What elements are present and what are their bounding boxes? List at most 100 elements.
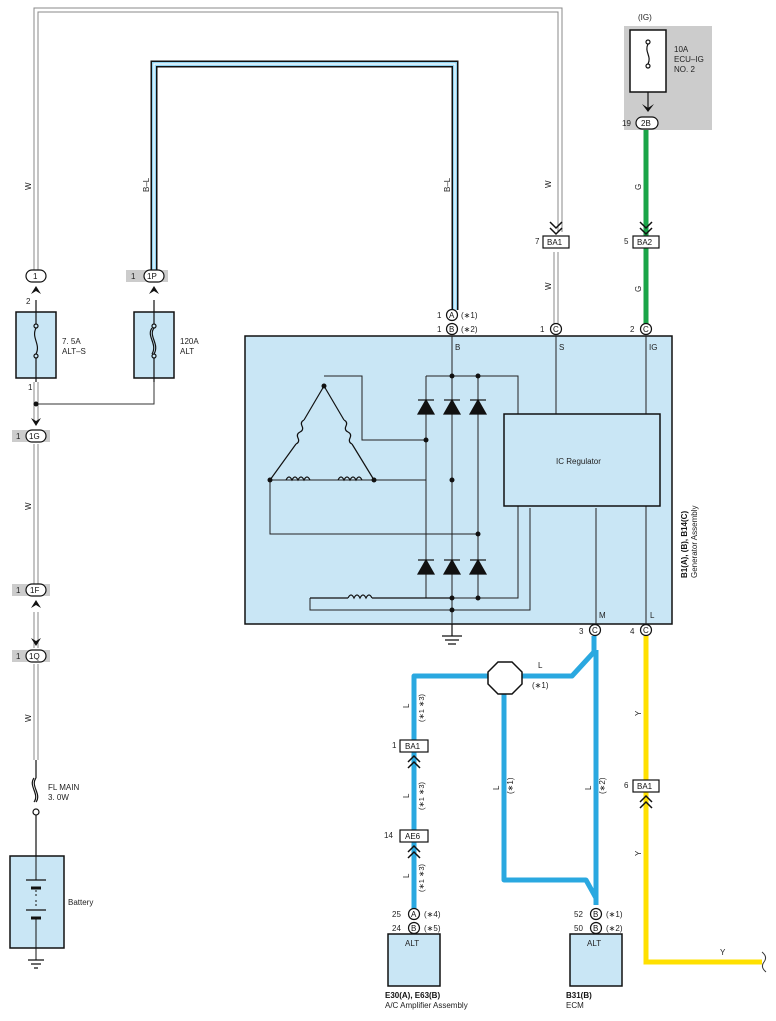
wire-label-w-2: W bbox=[544, 180, 553, 188]
ae6-label: AE6 bbox=[405, 832, 421, 841]
ba1-left-pin: 1 bbox=[392, 741, 397, 750]
ig-fuse-body bbox=[629, 29, 667, 93]
wire-note-l-branch-note: (∗1) bbox=[532, 681, 549, 690]
wire-label-w-4: W bbox=[24, 502, 33, 510]
gen-term-m: M bbox=[599, 611, 606, 620]
gen-pin-ig bbox=[639, 322, 653, 336]
ba1-right-arrow-icon bbox=[639, 794, 653, 809]
ig-conn-label: 2B bbox=[641, 119, 651, 128]
gen-pin-l bbox=[639, 623, 653, 637]
wire-note-left-note-1: (∗1 ∗3) bbox=[417, 694, 426, 722]
splice-octagon bbox=[487, 661, 523, 695]
ecm-pin-1-note: (∗1) bbox=[606, 910, 623, 919]
fuse-alt-name: ALT bbox=[180, 347, 194, 356]
wire-fuse-join bbox=[36, 382, 155, 405]
junction-dot bbox=[33, 401, 39, 407]
conn-1-label: 1 bbox=[33, 272, 38, 281]
wire-label-bl-2: B–L bbox=[443, 177, 452, 192]
gen-pin-a-num: 1 bbox=[437, 311, 442, 320]
conn-1g-arrow-icon bbox=[31, 418, 41, 426]
ba2-label: BA2 bbox=[637, 238, 653, 247]
gen-pin-ig-label: C bbox=[643, 325, 649, 334]
ac-amp-name: A/C Amplifier Assembly bbox=[385, 1001, 468, 1010]
ba1-left-arrow-icon bbox=[407, 754, 421, 769]
ba1-top-arrow-icon bbox=[549, 221, 563, 236]
ic-regulator-label: IC Regulator bbox=[556, 457, 601, 466]
wire-note-left-note-2: (∗1 ∗3) bbox=[417, 782, 426, 810]
gen-pin-b-label: B bbox=[449, 325, 454, 334]
ig-pin: 19 bbox=[622, 119, 631, 128]
ba2-arrow-icon bbox=[639, 221, 653, 236]
ba1-right-pin: 6 bbox=[624, 781, 629, 790]
wire-note-mid-note: (∗1) bbox=[506, 777, 515, 794]
ground-icon bbox=[28, 959, 44, 969]
ba1-right bbox=[632, 779, 660, 793]
battery-label: Battery bbox=[68, 898, 93, 907]
wire-y-end bbox=[761, 951, 767, 973]
conn-1p bbox=[143, 269, 165, 283]
gen-term-ig: IG bbox=[649, 343, 657, 352]
ba1-top-pin: 7 bbox=[535, 237, 540, 246]
conn-1f-pin: 1 bbox=[16, 586, 21, 595]
ba1-left-label: BA1 bbox=[405, 742, 421, 751]
conn-1q bbox=[25, 649, 47, 663]
wire-y bbox=[643, 636, 762, 965]
gen-pin-a-note: (∗1) bbox=[461, 311, 478, 320]
gen-pin-ig-num: 2 bbox=[630, 325, 635, 334]
ac-pin-a-num: 25 bbox=[392, 910, 401, 919]
gen-pin-b-num: 1 bbox=[437, 325, 442, 334]
ba1-left bbox=[399, 739, 429, 753]
conn-1g-label: 1G bbox=[29, 432, 40, 441]
wire-note-right-note: (∗2) bbox=[598, 777, 607, 794]
rectifier-diode-icons bbox=[416, 398, 488, 575]
ecm-pin-1 bbox=[589, 907, 603, 921]
battery-icon bbox=[26, 856, 46, 960]
wire-label-w-5: W bbox=[24, 714, 33, 722]
ba1-top bbox=[542, 235, 570, 249]
conn-1g bbox=[25, 429, 47, 443]
gen-term-l: L bbox=[650, 611, 655, 620]
ac-pin-a-label: A bbox=[411, 910, 417, 919]
ae6-pin: 14 bbox=[384, 831, 393, 840]
conn-1f-arrow-icon bbox=[31, 600, 41, 608]
conn-1-arrow-icon bbox=[31, 286, 41, 294]
gen-pin-l-label: C bbox=[643, 626, 649, 635]
wire-note-left-l-3: L bbox=[402, 873, 411, 878]
conn-1p-label: 1P bbox=[147, 272, 157, 281]
wire-label-y-3: Y bbox=[720, 948, 726, 957]
ig-label: (IG) bbox=[638, 13, 652, 22]
ecm-box bbox=[569, 933, 623, 987]
conn-1q-pin: 1 bbox=[16, 652, 21, 661]
ba1-top-label: BA1 bbox=[547, 238, 563, 247]
conn-1f bbox=[25, 583, 47, 597]
gen-pin-l-num: 4 bbox=[630, 627, 635, 636]
conn-1q-arrow-icon bbox=[31, 638, 41, 646]
gen-term-b: B bbox=[455, 343, 460, 352]
ac-pin-a-note: (∗4) bbox=[424, 910, 441, 919]
wire-w-top bbox=[33, 7, 563, 276]
wire-label-w-1: W bbox=[24, 182, 33, 190]
conn-1p-arrow-icon bbox=[149, 286, 159, 294]
conn-1g-pin: 1 bbox=[16, 432, 21, 441]
ic-regulator bbox=[503, 413, 661, 507]
conn-1-pin: 2 bbox=[26, 297, 31, 306]
wire-label-y-2: Y bbox=[634, 850, 643, 856]
gen-term-s: S bbox=[559, 343, 564, 352]
wire-label-w-3: W bbox=[544, 282, 553, 290]
wire-note-left-l-2: L bbox=[402, 793, 411, 798]
ba2-pin: 5 bbox=[624, 237, 629, 246]
conn-1q-label: 1Q bbox=[29, 652, 40, 661]
fuse-alt-s-rating: 7. 5A bbox=[62, 337, 81, 346]
conn-1 bbox=[25, 269, 47, 283]
gen-pin-b bbox=[445, 322, 459, 336]
gen-pin-m-label: C bbox=[592, 626, 598, 635]
gen-pin-b-note: (∗2) bbox=[461, 325, 478, 334]
ae6 bbox=[399, 829, 429, 843]
ac-pin-b-label: B bbox=[411, 924, 416, 933]
ac-amp-box bbox=[387, 933, 441, 987]
wire-label-g-1: G bbox=[634, 184, 643, 190]
fuse-alt-s-bottom-pin: 1 bbox=[28, 383, 33, 392]
junction-dots bbox=[267, 373, 481, 613]
gen-pin-s-label: C bbox=[553, 325, 559, 334]
wire-note-mid-l: L bbox=[492, 785, 501, 790]
